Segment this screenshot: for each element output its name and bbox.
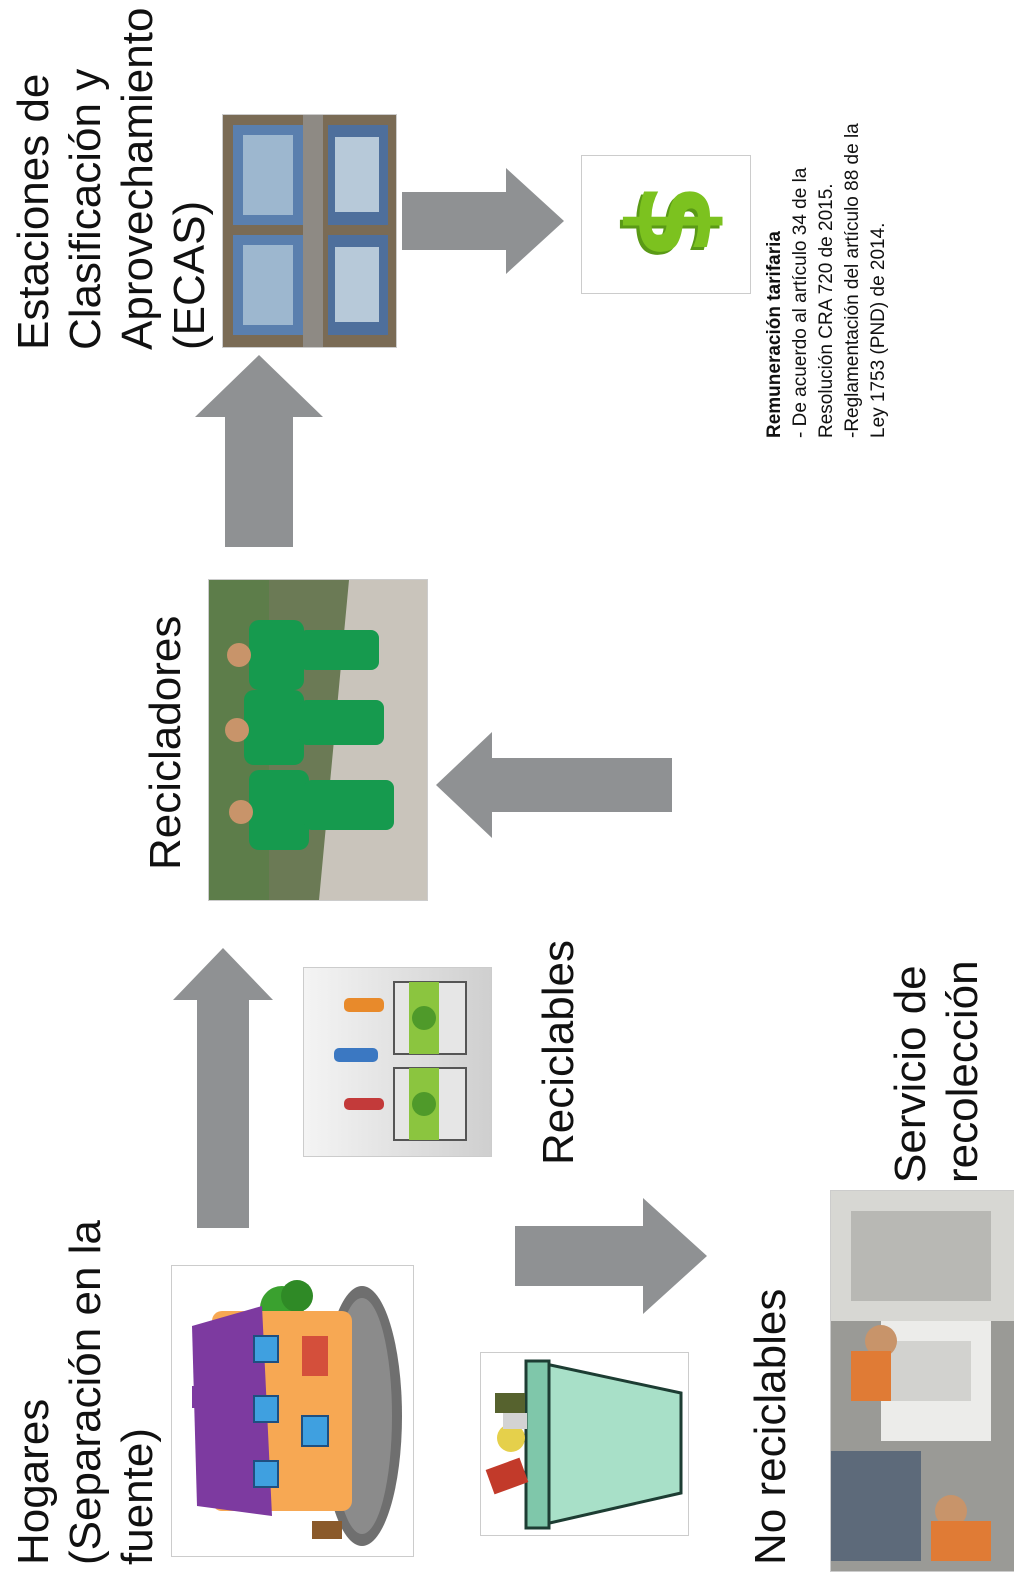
remuneracion-title: Remuneración tarifaria <box>764 231 785 438</box>
arrow-right-no-reciclables <box>515 1198 707 1314</box>
remuneracion-line3: -Reglamentación del artículo 88 de la <box>842 123 863 438</box>
label-servicio-recoleccion: Servicio de recolección <box>885 960 989 1183</box>
remuneracion-line1: - De acuerdo al artículo 34 de la <box>790 167 811 438</box>
svg-text:$: $ <box>613 183 741 260</box>
label-recicladores: Recicladores <box>140 616 192 870</box>
label-ecas: Estaciones de Clasificación y Aprovecham… <box>8 8 216 350</box>
dollar-sign-icon: $ $ <box>581 155 751 294</box>
remuneracion-line4: Ley 1753 (PND) de 2014. <box>868 222 889 438</box>
label-servicio-line2: recolección <box>938 960 987 1183</box>
arrow-up-recicladores <box>195 355 323 547</box>
label-ecas-line2: Clasificación y <box>61 68 110 350</box>
label-reciclables-text: Reciclables <box>534 940 583 1165</box>
collection-service-photo <box>830 1190 1014 1572</box>
label-no-reciclables-text: No reciclables <box>746 1288 795 1565</box>
remuneracion-line2: Resolución CRA 720 de 2015. <box>816 183 837 438</box>
recyclers-photo <box>208 579 428 901</box>
label-reciclables: Reciclables <box>533 940 585 1165</box>
label-ecas-line4: (ECAS) <box>165 200 214 350</box>
arrow-left-recicladores <box>436 732 672 838</box>
label-hogares-line3: fuente) <box>113 1428 162 1565</box>
label-recicladores-text: Recicladores <box>141 615 190 870</box>
label-ecas-line3: Aprovechamiento <box>113 7 162 350</box>
label-servicio-line1: Servicio de <box>886 965 935 1183</box>
recycling-bins-illustration <box>303 967 492 1157</box>
remuneracion-note: Remuneración tarifaria - De acuerdo al a… <box>762 123 892 438</box>
label-hogares-line2: (Separación en la <box>61 1220 110 1565</box>
arrow-right-ecas <box>402 168 564 274</box>
label-hogares: Hogares (Separación en la fuente) <box>8 1220 164 1565</box>
label-hogares-line1: Hogares <box>9 1398 58 1565</box>
arrow-up-hogares <box>173 948 273 1228</box>
svg-text:$: $ <box>610 186 738 263</box>
ecas-warehouse-photo <box>222 114 397 348</box>
label-no-reciclables: No reciclables <box>745 1289 797 1565</box>
label-ecas-line1: Estaciones de <box>9 73 58 350</box>
house-illustration <box>171 1265 414 1557</box>
non-recyclable-bin-illustration <box>480 1352 689 1536</box>
